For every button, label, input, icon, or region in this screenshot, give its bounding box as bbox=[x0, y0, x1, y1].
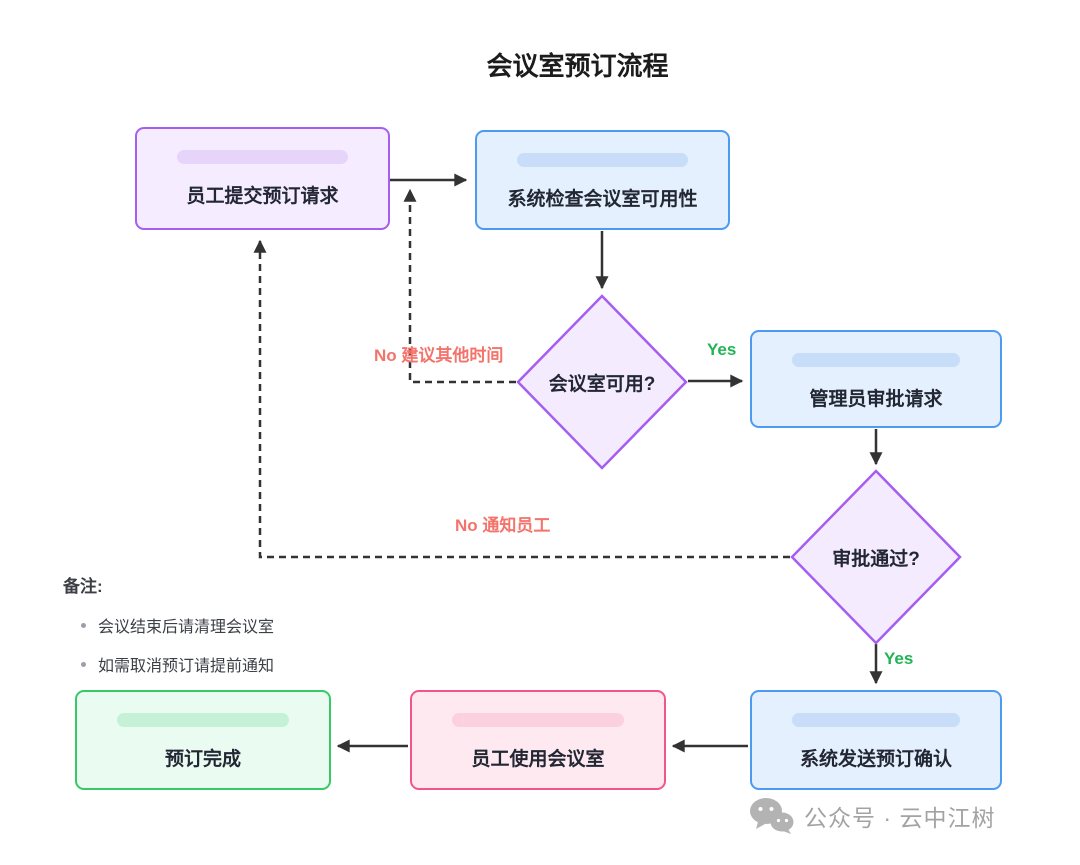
bullet-dot bbox=[81, 622, 86, 628]
notes-heading: 备注: bbox=[63, 577, 103, 596]
node-label: 系统发送预订确认 bbox=[799, 749, 952, 770]
decision-diamond-approved bbox=[790, 469, 962, 645]
node-admin-approval: 管理员审批请求 bbox=[750, 330, 1002, 428]
node-highlight-bar bbox=[177, 150, 348, 164]
edge-label-no-suggest: No 建议其他时间 bbox=[374, 346, 504, 365]
note-text: 会议结束后请清理会议室 bbox=[98, 619, 275, 636]
node-check-availability: 系统检查会议室可用性 bbox=[475, 130, 730, 230]
node-label: 系统检查会议室可用性 bbox=[507, 189, 698, 210]
node-highlight-bar bbox=[791, 353, 961, 367]
decision-label-available: 会议室可用? bbox=[548, 373, 656, 395]
wechat-icon bbox=[750, 798, 794, 834]
node-highlight-bar bbox=[791, 713, 961, 727]
edge-label-yes-approved: Yes bbox=[884, 649, 914, 668]
decision-diamond-available bbox=[516, 294, 688, 470]
node-use-room: 员工使用会议室 bbox=[410, 690, 666, 790]
note-item: 会议结束后请清理会议室 bbox=[63, 613, 274, 637]
edge-available-no-to-submit bbox=[403, 188, 516, 384]
node-send-confirmation: 系统发送预订确认 bbox=[750, 690, 1002, 790]
node-highlight-bar bbox=[517, 153, 688, 167]
node-label: 管理员审批请求 bbox=[809, 389, 943, 410]
node-label: 员工使用会议室 bbox=[471, 749, 605, 770]
note-text: 如需取消预订请提前通知 bbox=[98, 658, 275, 675]
node-submit-request: 员工提交预订请求 bbox=[135, 127, 390, 230]
node-label: 预订完成 bbox=[164, 749, 241, 770]
watermark: 公众号 · 云中江树 bbox=[748, 796, 995, 836]
watermark-text: 公众号 · 云中江树 bbox=[804, 805, 996, 831]
node-highlight-bar bbox=[452, 713, 624, 727]
edge-label-no-notify: No 通知员工 bbox=[455, 516, 551, 535]
notes-block: 备注: 会议结束后请清理会议室 如需取消预订请提前通知 bbox=[63, 572, 274, 691]
decision-label-approved: 审批通过? bbox=[832, 548, 920, 570]
node-label: 员工提交预订请求 bbox=[186, 186, 339, 207]
diagram-title: 会议室预订流程 bbox=[486, 51, 669, 81]
note-item: 如需取消预订请提前通知 bbox=[63, 652, 274, 676]
edge-approved-no-to-submit bbox=[253, 239, 790, 559]
bullet-dot bbox=[81, 661, 86, 667]
node-booking-done: 预订完成 bbox=[75, 690, 331, 790]
edge-label-yes-available: Yes bbox=[707, 340, 737, 359]
node-highlight-bar bbox=[117, 713, 289, 727]
